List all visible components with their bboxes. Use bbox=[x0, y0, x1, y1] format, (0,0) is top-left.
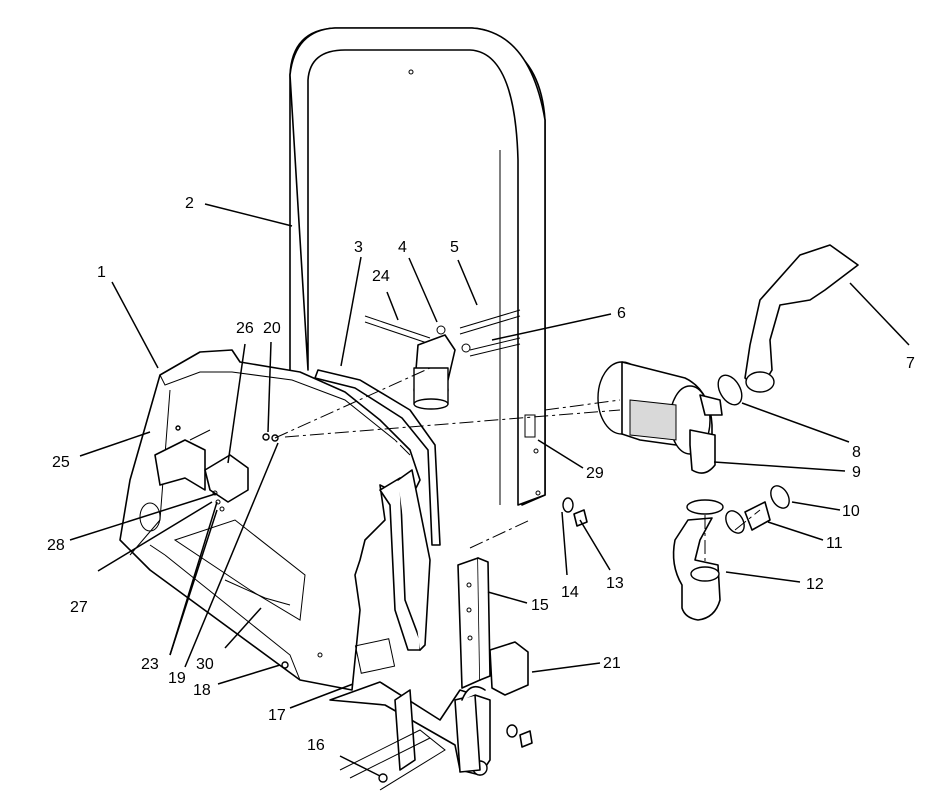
callout-30: 30 bbox=[196, 656, 214, 673]
callout-4: 4 bbox=[398, 239, 407, 256]
callout-9: 9 bbox=[852, 464, 861, 481]
support-panel bbox=[379, 469, 431, 651]
callout-23: 23 bbox=[141, 656, 159, 673]
base-frame bbox=[329, 681, 491, 791]
air-cleaner bbox=[597, 361, 723, 474]
hardware bbox=[175, 425, 588, 783]
callout-1: 1 bbox=[97, 264, 106, 281]
lower-hose bbox=[672, 517, 721, 621]
callout-19: 19 bbox=[168, 670, 186, 687]
callout-11: 11 bbox=[826, 535, 843, 552]
fuel-filter-assembly bbox=[364, 309, 521, 410]
callout-5: 5 bbox=[450, 239, 459, 256]
callout-26: 26 bbox=[236, 320, 254, 337]
callout-29: 29 bbox=[586, 465, 604, 482]
callout-18: 18 bbox=[193, 682, 211, 699]
callout-7: 7 bbox=[906, 355, 915, 372]
callout-10: 10 bbox=[842, 503, 860, 520]
callout-labels: 1 2 3 4 5 6 7 8 9 10 11 12 13 14 15 16 1… bbox=[47, 195, 915, 754]
callout-8: 8 bbox=[852, 444, 861, 461]
hood-bracket bbox=[154, 429, 249, 512]
callout-12: 12 bbox=[806, 576, 824, 593]
callout-3: 3 bbox=[354, 239, 363, 256]
hose-clamps bbox=[686, 374, 790, 534]
callout-17: 17 bbox=[268, 707, 286, 724]
callout-20: 20 bbox=[263, 320, 281, 337]
callout-14: 14 bbox=[561, 584, 579, 601]
rops-frame bbox=[289, 27, 546, 506]
leader-lines bbox=[69, 203, 910, 777]
callout-2: 2 bbox=[185, 195, 194, 212]
upright-channel bbox=[457, 557, 491, 689]
callout-21: 21 bbox=[603, 655, 621, 672]
intake-hose bbox=[744, 244, 859, 393]
callout-13: 13 bbox=[606, 575, 624, 592]
seal-strip bbox=[314, 369, 441, 546]
callout-27: 27 bbox=[70, 599, 88, 616]
callout-24: 24 bbox=[372, 268, 390, 285]
callout-28: 28 bbox=[47, 537, 65, 554]
centerlines bbox=[274, 367, 761, 565]
callout-15: 15 bbox=[531, 597, 549, 614]
relay-box bbox=[489, 641, 529, 696]
callout-25: 25 bbox=[52, 454, 70, 471]
callout-6: 6 bbox=[617, 305, 626, 322]
callout-16: 16 bbox=[307, 737, 325, 754]
